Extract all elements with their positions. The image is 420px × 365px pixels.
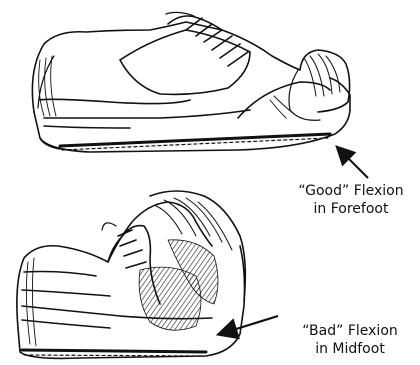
good-flexion-caption-line1: “Good” Flexion — [286, 182, 416, 200]
bad-flexion-caption: “Bad” Flexion in Midfoot — [290, 322, 410, 358]
good-flexion-shoe-icon — [32, 12, 350, 152]
good-flexion-arrow-icon — [338, 148, 368, 178]
bad-flexion-shoe-icon — [17, 191, 245, 358]
good-flexion-caption: “Good” Flexion in Forefoot — [286, 182, 416, 218]
good-flexion-caption-line2: in Forefoot — [286, 200, 416, 218]
bad-flexion-caption-line1: “Bad” Flexion — [290, 322, 410, 340]
bad-flexion-caption-line2: in Midfoot — [290, 340, 410, 358]
bad-flexion-arrow-icon — [220, 316, 278, 334]
